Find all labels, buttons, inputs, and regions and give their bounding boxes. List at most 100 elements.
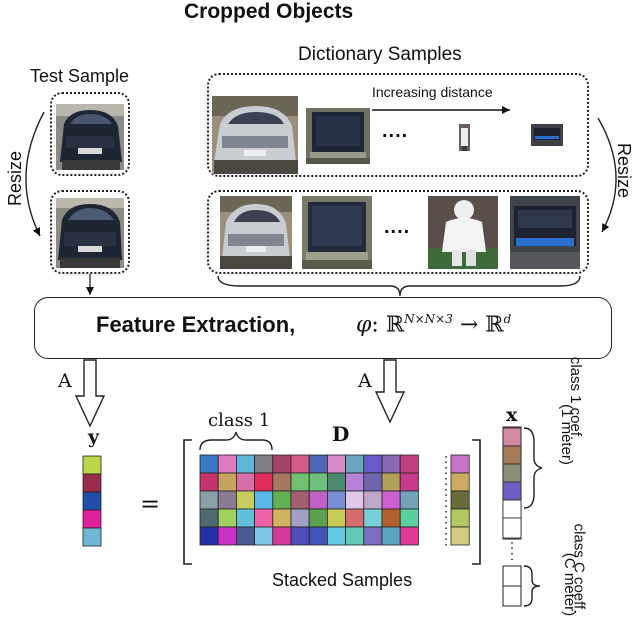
D-cell xyxy=(272,490,292,510)
dictionary-ellipsis-bottom: .... xyxy=(384,216,411,238)
class1-brace xyxy=(199,431,273,451)
D-cell xyxy=(326,490,346,510)
D-cell xyxy=(235,472,255,492)
D-cell xyxy=(199,472,219,492)
projection-arrow-left xyxy=(74,359,106,428)
D-cell xyxy=(326,526,346,546)
D-cell xyxy=(199,508,219,528)
dictionary-ellipsis-top: .... xyxy=(382,120,409,142)
D-cell xyxy=(450,454,470,474)
D-cell xyxy=(345,472,365,492)
D-cell xyxy=(272,454,292,474)
D-cell xyxy=(450,526,470,546)
projection-arrow-right xyxy=(374,359,406,424)
D-cell xyxy=(272,526,292,546)
D-matrix-label: D xyxy=(332,422,350,446)
formula-colon: : xyxy=(371,312,386,338)
test-sample-label: Test Sample xyxy=(30,66,130,86)
D-cell xyxy=(308,508,328,528)
dictionary-car-photo xyxy=(212,96,298,174)
test-resized-frame xyxy=(50,190,130,274)
projection-label-right: A xyxy=(358,370,372,392)
D-cell xyxy=(345,526,365,546)
dictionary-pedestrian-far-photo xyxy=(459,124,470,151)
D-cell xyxy=(254,490,274,510)
D-cell xyxy=(217,454,237,474)
D-cell xyxy=(308,472,328,492)
D-cell xyxy=(326,472,346,492)
equals-sign: = xyxy=(140,490,161,518)
D-cell xyxy=(272,508,292,528)
y-cell xyxy=(82,527,102,547)
D-cell xyxy=(363,472,383,492)
diagram-title: Cropped Objects xyxy=(184,0,354,23)
dictionary-car-far-photo xyxy=(531,124,563,146)
y-vector-label: y xyxy=(88,426,100,448)
x-cell xyxy=(502,481,522,501)
range-symbol: ℝ xyxy=(485,312,504,338)
D-right-bracket xyxy=(472,439,481,565)
dictionary-truck-resized-photo xyxy=(302,196,372,269)
D-cell xyxy=(326,454,346,474)
D-cell xyxy=(381,472,401,492)
D-cell xyxy=(217,526,237,546)
D-cell xyxy=(235,526,255,546)
test-sample-car-photo xyxy=(56,104,124,170)
D-cell xyxy=(290,490,310,510)
D-cell xyxy=(254,526,274,546)
x-vector xyxy=(502,427,522,539)
D-matrix xyxy=(199,454,470,546)
classC-coef-brace xyxy=(523,565,541,607)
D-cell xyxy=(399,526,419,546)
D-cell xyxy=(326,508,346,528)
D-cell xyxy=(363,508,383,528)
y-cell xyxy=(82,473,102,493)
D-cell xyxy=(254,508,274,528)
phi-symbol: φ xyxy=(356,312,372,338)
D-cell xyxy=(399,472,419,492)
feature-extraction-label: Feature Extraction, xyxy=(96,312,296,337)
class1-coef-brace xyxy=(523,427,543,509)
y-cell xyxy=(82,491,102,511)
x-vector-label: x xyxy=(506,404,518,426)
x-cell xyxy=(502,427,522,447)
increasing-distance-label: Increasing distance xyxy=(372,84,493,100)
D-cell xyxy=(290,526,310,546)
D-cell xyxy=(235,490,255,510)
D-cell xyxy=(345,454,365,474)
D-cell xyxy=(363,526,383,546)
D-cell xyxy=(235,508,255,528)
dictionary-car-far-resized-photo xyxy=(510,196,580,269)
D-cell xyxy=(290,472,310,492)
y-vector xyxy=(82,455,102,547)
x-cell-empty xyxy=(502,517,522,539)
D-cell xyxy=(199,526,219,546)
D-cell xyxy=(308,454,328,474)
y-cell xyxy=(82,455,102,475)
D-cell xyxy=(345,508,365,528)
dictionary-original-frame xyxy=(207,73,589,177)
D-cell xyxy=(399,508,419,528)
D-cell xyxy=(450,472,470,492)
maps-to-arrow: → xyxy=(452,312,486,338)
y-cell xyxy=(82,509,102,529)
D-cell xyxy=(199,490,219,510)
x-cell xyxy=(502,463,522,483)
range-superscript: d xyxy=(503,312,512,326)
feature-extraction-box xyxy=(34,297,612,359)
projection-label-left: A xyxy=(58,370,72,392)
D-cell xyxy=(217,508,237,528)
D-cell xyxy=(217,472,237,492)
D-cell xyxy=(450,508,470,528)
D-cell xyxy=(217,490,237,510)
domain-symbol: ℝ xyxy=(385,312,405,338)
D-cell xyxy=(381,454,401,474)
D-cell xyxy=(308,526,328,546)
dictionary-car-resized-photo xyxy=(220,196,292,269)
D-cell xyxy=(235,454,255,474)
D-cell xyxy=(345,490,365,510)
dictionary-samples-label: Dictionary Samples xyxy=(298,44,462,65)
D-cell xyxy=(399,490,419,510)
D-cell xyxy=(290,508,310,528)
